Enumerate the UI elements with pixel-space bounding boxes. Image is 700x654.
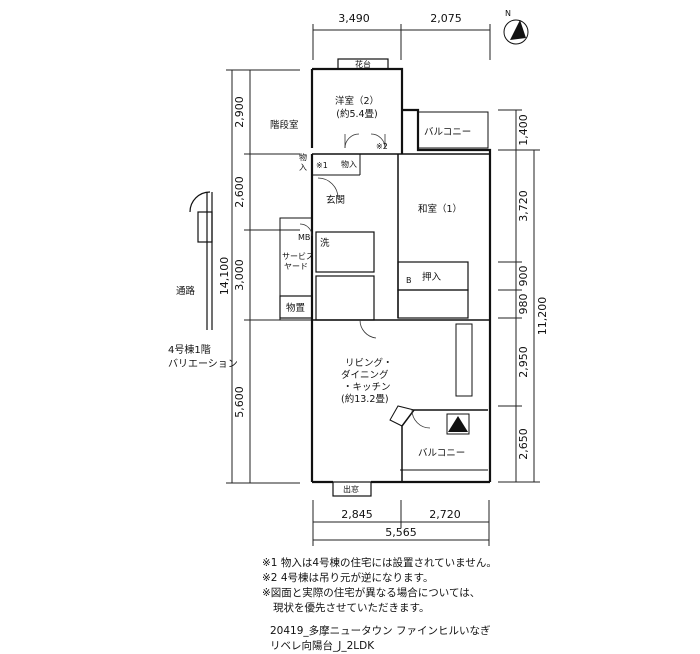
bottom-dimension-line bbox=[312, 500, 490, 546]
dim-right-4: 980 bbox=[517, 294, 530, 315]
note-1: ※1 物入は4号棟の住宅には設置されていません。 bbox=[262, 557, 497, 569]
marker-box bbox=[446, 413, 470, 435]
ldk-line-4: (約13.2畳) bbox=[341, 393, 389, 405]
dim-right-3: 900 bbox=[517, 266, 530, 287]
note-mark-2: ※2 bbox=[376, 142, 388, 151]
dim-bottom-total: 5,565 bbox=[385, 526, 417, 539]
b-mark: B bbox=[406, 276, 412, 285]
note-mark-1: ※1 bbox=[316, 161, 328, 170]
flower-box-label: 花台 bbox=[355, 59, 371, 69]
service-yard-label-b: ヤード bbox=[284, 262, 308, 271]
right-dimension-line bbox=[498, 109, 540, 483]
compass-icon: N bbox=[503, 9, 529, 45]
service-yard-label-a: サービス bbox=[282, 252, 314, 261]
shed-label: 物置 bbox=[286, 302, 305, 314]
japanese-room-label: 和室（1） bbox=[418, 203, 462, 215]
variation-line-2: バリエーション bbox=[168, 359, 238, 370]
corridor-label: 通路 bbox=[176, 285, 196, 297]
dim-right-1: 1,400 bbox=[517, 114, 530, 146]
note-4: 現状を優先させていただきます。 bbox=[273, 602, 430, 614]
top-dimension-line bbox=[312, 24, 491, 60]
note-3: ※図面と実際の住宅が異なる場合については、 bbox=[262, 587, 481, 599]
wash-label: 洗 bbox=[320, 237, 330, 249]
corridor-strip bbox=[189, 191, 213, 330]
dim-top-2: 2,075 bbox=[430, 12, 462, 25]
room-labels: 花台 洋室（2） (約5.4畳) 階段室 バルコニー 物入 物 入 ※1 ※2 … bbox=[176, 59, 471, 494]
notes: ※1 物入は4号棟の住宅には設置されていません。 ※2 4号棟は吊り元が逆になり… bbox=[262, 556, 497, 616]
dim-top-1: 3,490 bbox=[338, 12, 370, 25]
dim-left-4: 5,600 bbox=[233, 386, 246, 418]
mb-label: MB bbox=[298, 233, 310, 242]
balcony-top-label: バルコニー bbox=[424, 127, 471, 138]
footer-line-2: リベレ向陽台_J_2LDK bbox=[270, 640, 375, 652]
walls bbox=[279, 58, 492, 497]
triangle-marker-icon bbox=[448, 416, 468, 432]
footer: 20419_多摩ニュータウン ファインヒルいなぎ リベレ向陽台_J_2LDK bbox=[270, 624, 491, 654]
entrance-label: 玄関 bbox=[326, 194, 345, 206]
balcony-bottom-label: バルコニー bbox=[418, 448, 465, 459]
western-room-size: (約5.4畳) bbox=[336, 108, 378, 120]
note-2: ※2 4号棟は吊り元が逆になります。 bbox=[262, 572, 434, 584]
svg-text:N: N bbox=[505, 9, 511, 18]
variation-line-1: 4号棟1階 bbox=[168, 345, 211, 356]
dim-bottom-1: 2,845 bbox=[341, 508, 373, 521]
dimension-labels: 3,490 2,075 2,900 2,600 3,000 5,600 14,1… bbox=[218, 12, 549, 539]
dim-right-2: 3,720 bbox=[517, 190, 530, 222]
footer-line-1: 20419_多摩ニュータウン ファインヒルいなぎ bbox=[270, 625, 491, 637]
storage-small-a: 物 bbox=[299, 152, 307, 162]
closet-label: 押入 bbox=[422, 271, 442, 283]
variation-label: 4号棟1階 バリエーション bbox=[168, 344, 238, 372]
dim-right-6: 2,650 bbox=[517, 428, 530, 460]
storage-small-b: 入 bbox=[299, 163, 307, 172]
dim-left-1: 2,900 bbox=[233, 96, 246, 128]
dim-left-total: 14,100 bbox=[218, 257, 231, 296]
doors bbox=[299, 133, 431, 429]
dim-right-5: 2,950 bbox=[517, 346, 530, 378]
storage-top-label: 物入 bbox=[341, 159, 357, 169]
dim-right-total: 11,200 bbox=[536, 297, 549, 336]
ldk-line-3: ・キッチン bbox=[343, 382, 391, 393]
stair-room-label: 階段室 bbox=[270, 119, 299, 131]
dim-bottom-2: 2,720 bbox=[429, 508, 461, 521]
ldk-line-1: リビング・ bbox=[345, 357, 393, 369]
dim-left-2: 2,600 bbox=[233, 176, 246, 208]
ldk-line-2: ダイニング bbox=[341, 369, 389, 381]
bay-window-label: 出窓 bbox=[343, 484, 359, 494]
dim-left-3: 3,000 bbox=[233, 259, 246, 291]
western-room-label: 洋室（2） bbox=[335, 95, 379, 107]
